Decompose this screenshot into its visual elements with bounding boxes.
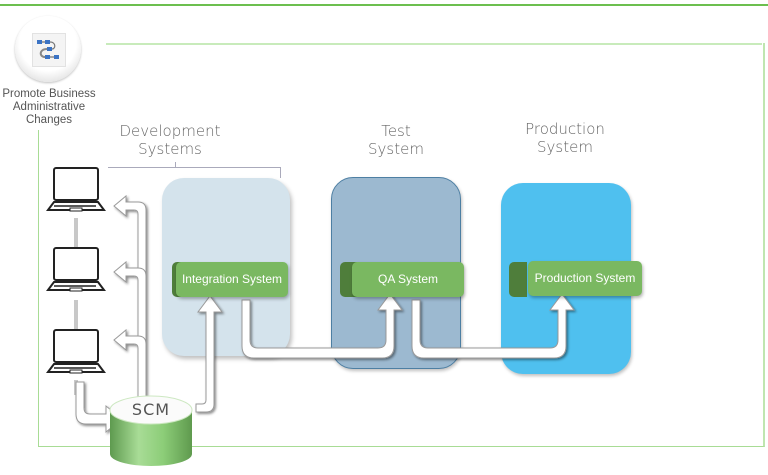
top-accent-bar	[0, 4, 768, 6]
development-bracket	[108, 162, 281, 178]
qa-system-box[interactable]: QA System	[352, 262, 464, 297]
laptop-icon	[46, 246, 106, 300]
arrow-integration-to-qa	[241, 293, 403, 359]
database-icon	[109, 395, 193, 466]
laptop-icon	[46, 166, 106, 220]
promote-changes-badge[interactable]	[15, 16, 81, 82]
laptop-icon	[46, 328, 106, 382]
scm-label: SCM	[131, 400, 171, 419]
arrow-scm-to-integration	[195, 295, 223, 413]
scm-repository[interactable]: SCM	[108, 390, 194, 470]
test-system-heading: Test System	[368, 122, 424, 158]
diagram-frame	[38, 43, 765, 447]
diagram-frame-top	[106, 43, 762, 45]
production-system-box[interactable]: Production System	[528, 261, 642, 296]
arrow-qa-to-production	[411, 293, 575, 359]
production-system-heading: Production System	[525, 120, 605, 156]
promote-changes-label: Promote Business Administrative Changes	[2, 88, 96, 126]
arrow-scm-to-laptop-3	[113, 328, 147, 401]
workflow-diagram-icon	[32, 33, 66, 67]
development-systems-heading: Development Systems	[119, 122, 221, 158]
integration-system-box[interactable]: Integration System	[176, 262, 288, 297]
